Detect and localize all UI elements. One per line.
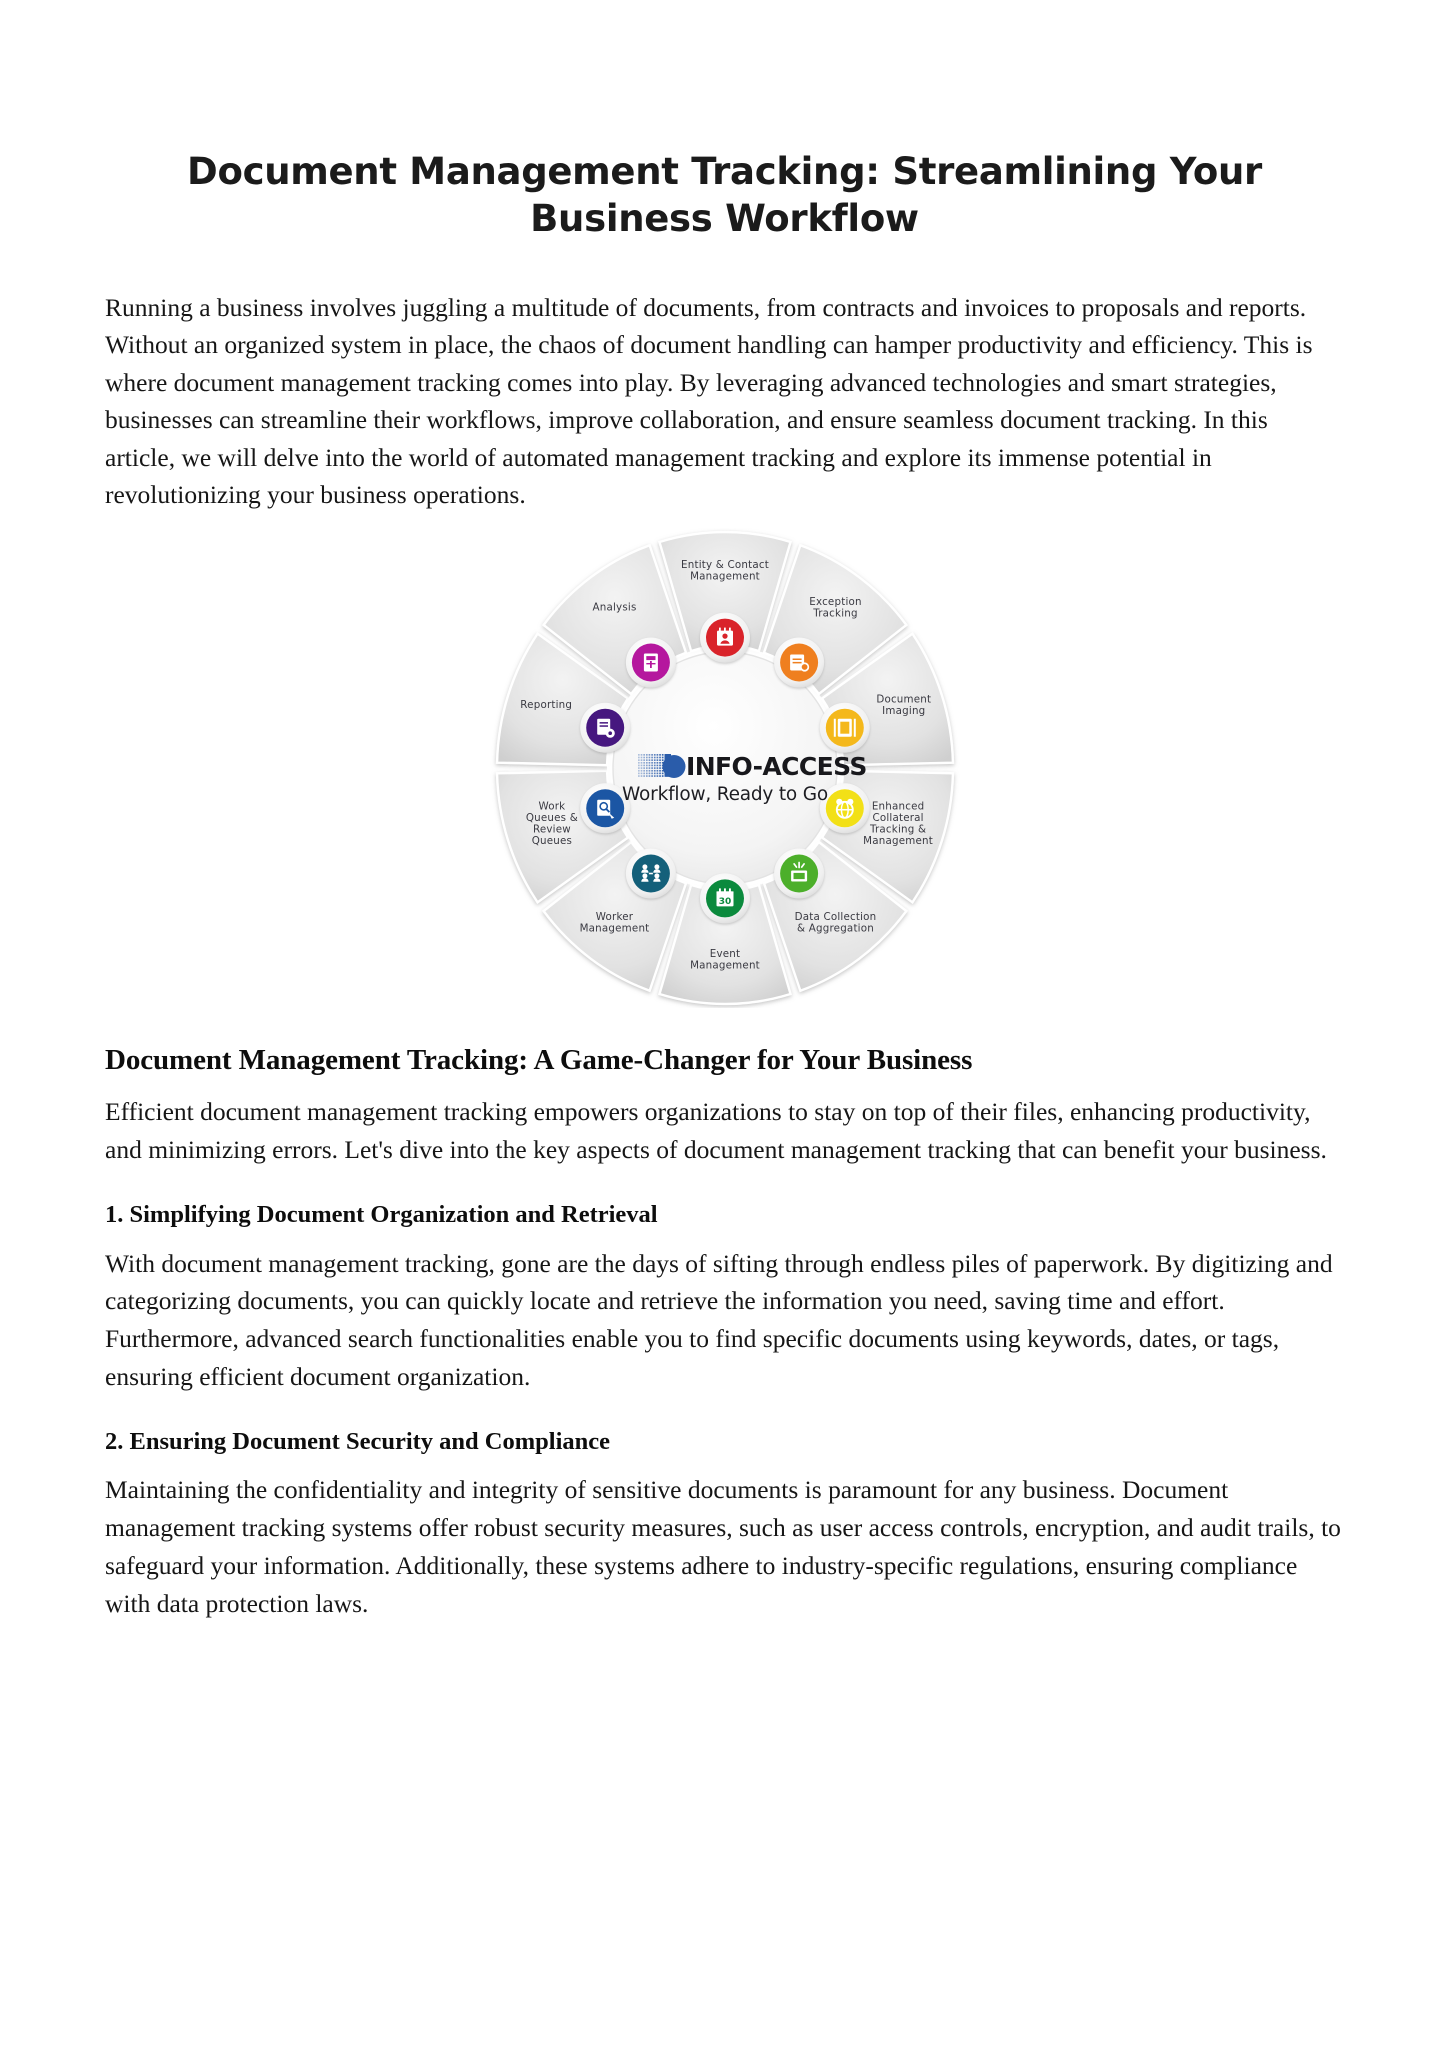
monitor-idea-icon — [790, 861, 807, 882]
segment-icon-badge[interactable]: 30 — [699, 873, 750, 924]
segment-icon-badge[interactable] — [819, 782, 870, 833]
segment-icon-badge[interactable]: I — [625, 637, 676, 688]
page-title: Document Management Tracking: Streamlini… — [187, 150, 1262, 241]
section-paragraph-2: Maintaining the confidentiality and inte… — [105, 1475, 1341, 1618]
segment-icon-badge[interactable] — [579, 702, 630, 753]
contact-card-icon — [716, 627, 733, 646]
section-heading-1: 1. Simplifying Document Organization and… — [105, 1200, 658, 1228]
intro-paragraph: Running a business involves juggling a m… — [105, 292, 1313, 510]
segment-icon-badge[interactable] — [773, 637, 824, 688]
segment-icon-badge[interactable] — [625, 848, 676, 899]
svg-text:30: 30 — [718, 896, 731, 906]
report-gear-icon — [596, 718, 615, 738]
wheel-icon-badges: 30 I — [579, 612, 870, 924]
calendar-30-icon: 30 — [716, 888, 733, 906]
globe-network-icon — [835, 798, 854, 819]
segment-icon-badge[interactable] — [579, 782, 630, 833]
exception-clipboard-icon — [789, 654, 809, 672]
wheel-segment-label: Analysis — [592, 601, 636, 613]
segment-icon-badge[interactable] — [773, 848, 824, 899]
analysis-chart-icon: I — [643, 653, 658, 672]
info-access-logo: INFO-ACCESS Workflow, Ready to Go — [622, 752, 867, 805]
segment-icon-badge[interactable] — [699, 612, 750, 663]
section-list: Document Management Tracking: A Game-Cha… — [105, 1008, 1344, 1623]
logo-tagline: Workflow, Ready to Go — [622, 784, 828, 805]
globe-network-icon-disc — [825, 788, 864, 827]
people-group-icon — [640, 864, 660, 882]
logo-grid-icon — [637, 753, 685, 778]
review-document-icon — [596, 799, 614, 819]
svg-text:I: I — [649, 660, 653, 671]
wheel-segment-label: Data Collection& Aggregation — [794, 910, 876, 934]
section-paragraph-0: Efficient document management tracking e… — [105, 1097, 1327, 1165]
logo-name: INFO-ACCESS — [686, 752, 867, 781]
segment-icon-badge[interactable] — [819, 702, 870, 753]
section-paragraph-1: With document management tracking, gone … — [105, 1248, 1333, 1391]
scanner-icon — [833, 718, 856, 737]
section-heading-2: 2. Ensuring Document Security and Compli… — [105, 1427, 611, 1455]
wheel-segment-label: Reporting — [520, 699, 572, 711]
section-heading-0: Document Management Tracking: A Game-Cha… — [105, 1043, 973, 1076]
